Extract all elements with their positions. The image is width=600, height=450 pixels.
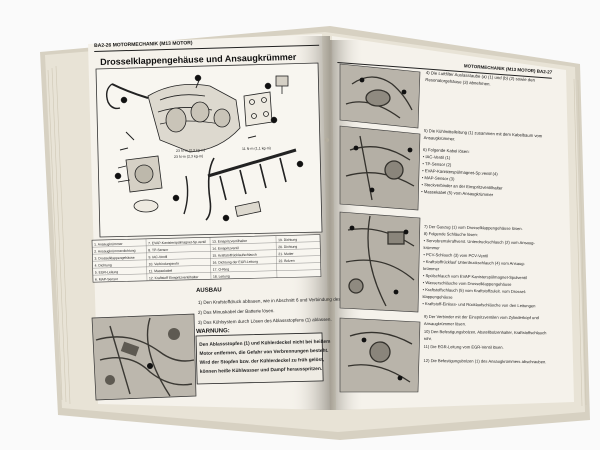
text-line: 7) Der Gaszug (1) vom Drosselklappengehä… <box>424 224 523 231</box>
text-line: • Kraftstoffschlauch (5) vom Kraftstoffz… <box>423 287 527 294</box>
text-line: • Spülschlauch vom EVAP Kanisterspülmagn… <box>423 273 527 280</box>
right-step5-6: 5) Die Kühlmittelleitung (1) zusammen mi… <box>421 128 543 197</box>
torque-label: 23 N·m (2,3 kg-m) <box>174 154 203 159</box>
photo-callouts <box>349 77 413 381</box>
text-line: • Servobremskraftverst. Unterdruckschlau… <box>424 238 536 245</box>
text-line: 12) Die Befestigungsbolzen (1) des Ansau… <box>424 358 547 364</box>
text-line: 10) Den Befestigungsbolzen, Abstellbolze… <box>424 329 547 335</box>
legend-cell: 5. EGR-Leitung <box>95 270 119 275</box>
text-line: Ansaugkrümmer lösen. <box>424 321 466 326</box>
exploded-diagram <box>105 74 304 222</box>
legend-cell: 12. Kraftstoff Einspritzventilhalter <box>149 275 199 280</box>
right-page <box>332 36 574 410</box>
legend-cell: 1. Ansaugkrümmer <box>94 242 123 247</box>
legend-cell: 14. Einspritzventil <box>212 246 239 251</box>
legend-cell: 15. Kraftstoffrücklaufschlauch <box>212 253 257 258</box>
text-line: Resonatorgehäuse (3) abnehmen. <box>425 77 491 87</box>
text-line: 5) Die Kühlmittelleitung (1) zusammen mi… <box>424 128 543 138</box>
page-edge-lines <box>47 65 587 407</box>
text-line: klappengehäuse <box>422 294 453 300</box>
legend-cell: 9. IAC-Ventil <box>148 255 167 259</box>
text-line: krümmer <box>423 266 440 271</box>
text-line: 6) Folgende Kabel lösen: <box>423 147 470 154</box>
coolant-drain-photo <box>91 313 197 401</box>
torque-labels: 23 N·m (2,3 kg-m) 23 N·m (2,3 kg-m) 11 N… <box>174 146 271 159</box>
legend-cell: 17. O-Ring <box>213 267 230 271</box>
warning-line: können heiße Kühlwasser und Dampf heraus… <box>200 366 322 375</box>
step-line: 2) Das Minuskabel der Batterie lösen. <box>198 308 275 315</box>
warning-line: Motor entfernen, die Gefahr von Verbrenn… <box>199 348 328 357</box>
text-line: • EVAP-Kanisterspülmagnet-Sp.ventil (4) <box>422 168 498 176</box>
step-line: 1) Den Krafstoffdruck abbauen, wie in Ab… <box>198 295 403 305</box>
torque-label: 23 N·m (2,3 kg-m) <box>176 148 205 153</box>
legend-cell: 16. Dichtung der EGR-Leitung <box>213 260 259 265</box>
text-line: 8) Folgende Schläuche lösen: <box>424 231 478 237</box>
text-line: 9) Der Verbinder mit der Einspritzventil… <box>424 314 540 320</box>
text-line: Ansaugkrümmer. <box>424 135 456 141</box>
text-line: rohr. <box>424 336 432 341</box>
legend-cell: 22. Bolzen <box>279 259 295 263</box>
torque-label: 11 N·m (1,1 kg-m) <box>242 146 271 151</box>
warning-box: Den Ablassstopfen (1) und Kühlerdeckel n… <box>195 332 330 385</box>
text-line: • PCV-Schlauch (3) vom PCV-Ventil <box>423 252 488 258</box>
text-line: • Kraftstoff-Einlass- und Rücklaufschläu… <box>422 301 536 308</box>
right-step7-8: 7) Der Gaszug (1) vom Drosselklappengehä… <box>422 224 536 308</box>
parts-legend-table: 1. Ansaugkrümmer 7. EVAP-Kanisterspülmagn… <box>91 234 322 283</box>
legend-cell: 7. EVAP-Kanisterspülmagnet-Sp.ventil <box>148 240 206 245</box>
warning-line: Wird der Stopfen bzw. der Kühlerdeckel z… <box>200 357 325 366</box>
text-line: 11) Die EGR-Leitung vom EGR-Ventil lösen… <box>424 344 504 350</box>
section-heading: AUSBAU <box>196 287 222 294</box>
right-step9-12: 9) Der Verbinder mit der Einspritzventil… <box>424 314 548 364</box>
text-line: • TP-Sensor (2) <box>422 161 452 167</box>
warning-line: Den Ablassstopfen (1) und Kühlerdeckel n… <box>199 339 330 348</box>
step-line: 3) Das Kühlsystem durch Lösen des Ablass… <box>198 317 332 325</box>
legend-cell: 11. Massekabel <box>149 269 173 274</box>
legend-cell: 19. Dichtung <box>278 238 297 242</box>
text-line: krümmer <box>423 245 440 250</box>
text-line: • Kraftstoffrücklauf Unterdruckschlauch … <box>423 259 525 266</box>
warning-title: WARNUNG: <box>196 328 230 335</box>
text-line: • MAP-Sensor (3) <box>422 175 455 182</box>
legend-cell: 4. Dichtung <box>95 263 112 267</box>
legend-cell: 2. Ansaugkrümmerdichtung <box>94 249 135 254</box>
engine-photo-details <box>345 76 415 383</box>
binding-holes <box>324 137 331 303</box>
legend-cell: 6. MAP-Sensor <box>95 277 119 282</box>
legend-cell: 10. Verbindungsrohr <box>149 262 180 267</box>
legend-cell: 13. Einspritzventilhalter <box>212 239 248 244</box>
legend-cell: 8. TP-Sensor <box>148 248 169 253</box>
text-line: • Massekabel (5) vom Ansaugkrümmer <box>421 189 494 197</box>
legend-cell: 20. Dichtung <box>278 245 297 249</box>
legend-cell: 18. Leitung <box>213 274 230 278</box>
legend-cell: 21. Mutter <box>278 252 294 256</box>
legend-cell: 3. Drosselklappengehäuse <box>94 256 134 261</box>
text-line: • Steckverbinder an der Einspritzventilh… <box>421 182 503 191</box>
text-line: • IAC-Ventil (1) <box>423 154 451 160</box>
text-line: • Wasserschläuche vom Drosselklappengehä… <box>423 280 512 287</box>
removal-steps: 1) Den Krafstoffdruck abbauen, wie in Ab… <box>198 295 403 325</box>
engine-photo-2 <box>339 125 421 211</box>
